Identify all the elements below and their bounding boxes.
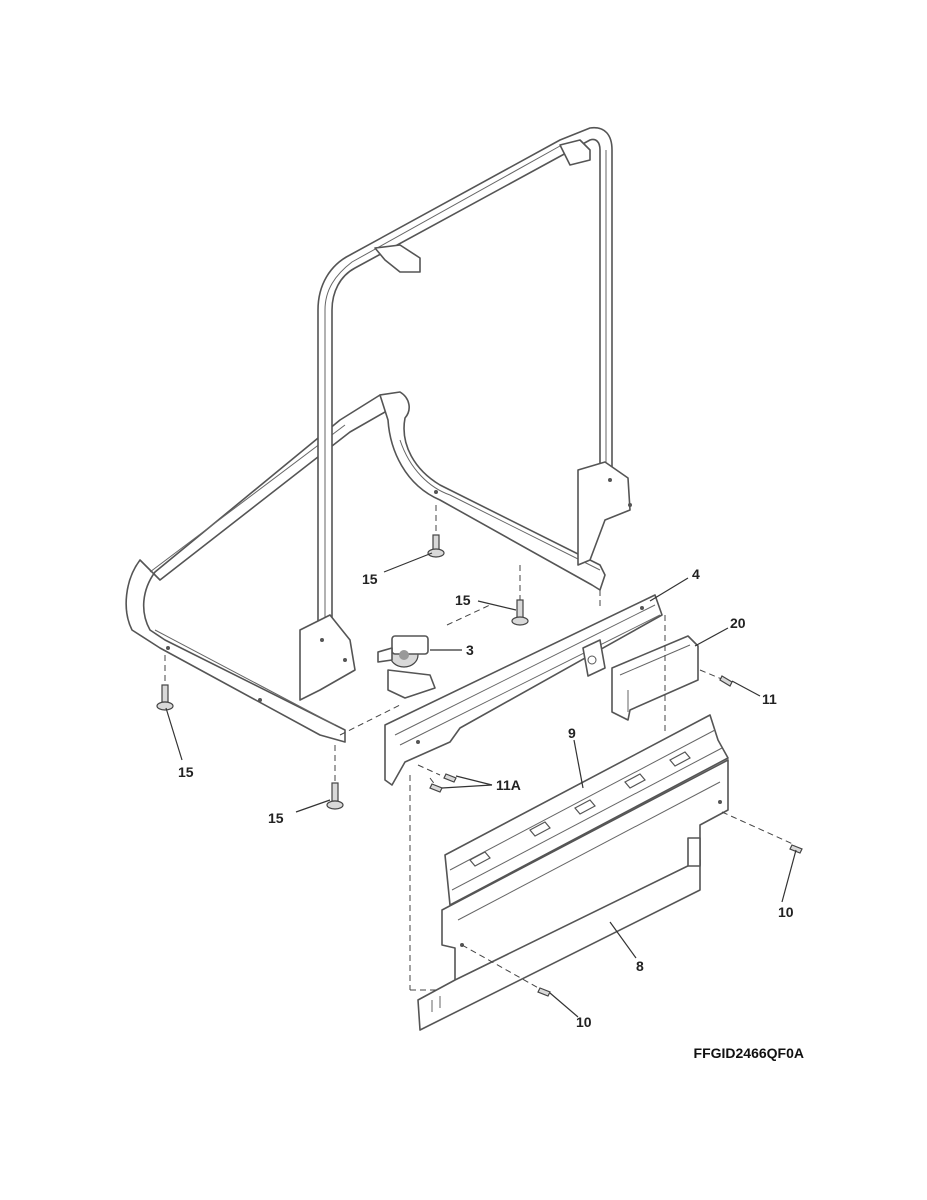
leveling-leg-1 xyxy=(427,505,445,558)
label-part-15-a: 15 xyxy=(362,571,378,587)
leader-lines xyxy=(165,552,797,1018)
toe-kick-back xyxy=(444,714,729,906)
screw-11 xyxy=(719,675,733,687)
leveling-leg-2 xyxy=(511,565,529,626)
label-part-20: 20 xyxy=(730,615,746,631)
leveling-leg-4 xyxy=(326,745,344,810)
upright-frame xyxy=(299,126,632,701)
screw-10-bottom xyxy=(537,987,551,997)
screw-11a-lower xyxy=(429,783,443,793)
base-frame xyxy=(125,391,606,743)
toe-kick-panel xyxy=(417,759,729,1031)
label-part-15-d: 15 xyxy=(268,810,284,826)
label-part-10-right: 10 xyxy=(778,904,794,920)
diagram-code: FFGID2466QF0A xyxy=(694,1045,804,1061)
label-part-9: 9 xyxy=(568,725,576,741)
label-part-8: 8 xyxy=(636,958,644,974)
label-part-10-bottom: 10 xyxy=(576,1014,592,1030)
label-part-15-c: 15 xyxy=(178,764,194,780)
screw-10-right xyxy=(789,844,803,854)
label-part-11: 11 xyxy=(762,691,777,707)
leveling-leg-3 xyxy=(156,655,174,711)
label-part-11a: 11A xyxy=(496,777,521,793)
mounting-rail xyxy=(384,594,663,786)
screw-11a-upper xyxy=(443,773,457,783)
water-valve xyxy=(377,635,436,699)
shield-bracket xyxy=(611,635,699,721)
label-part-15-b: 15 xyxy=(455,592,471,608)
label-part-3: 3 xyxy=(466,642,474,658)
label-part-4: 4 xyxy=(692,566,700,582)
alignment-lines xyxy=(339,590,796,991)
